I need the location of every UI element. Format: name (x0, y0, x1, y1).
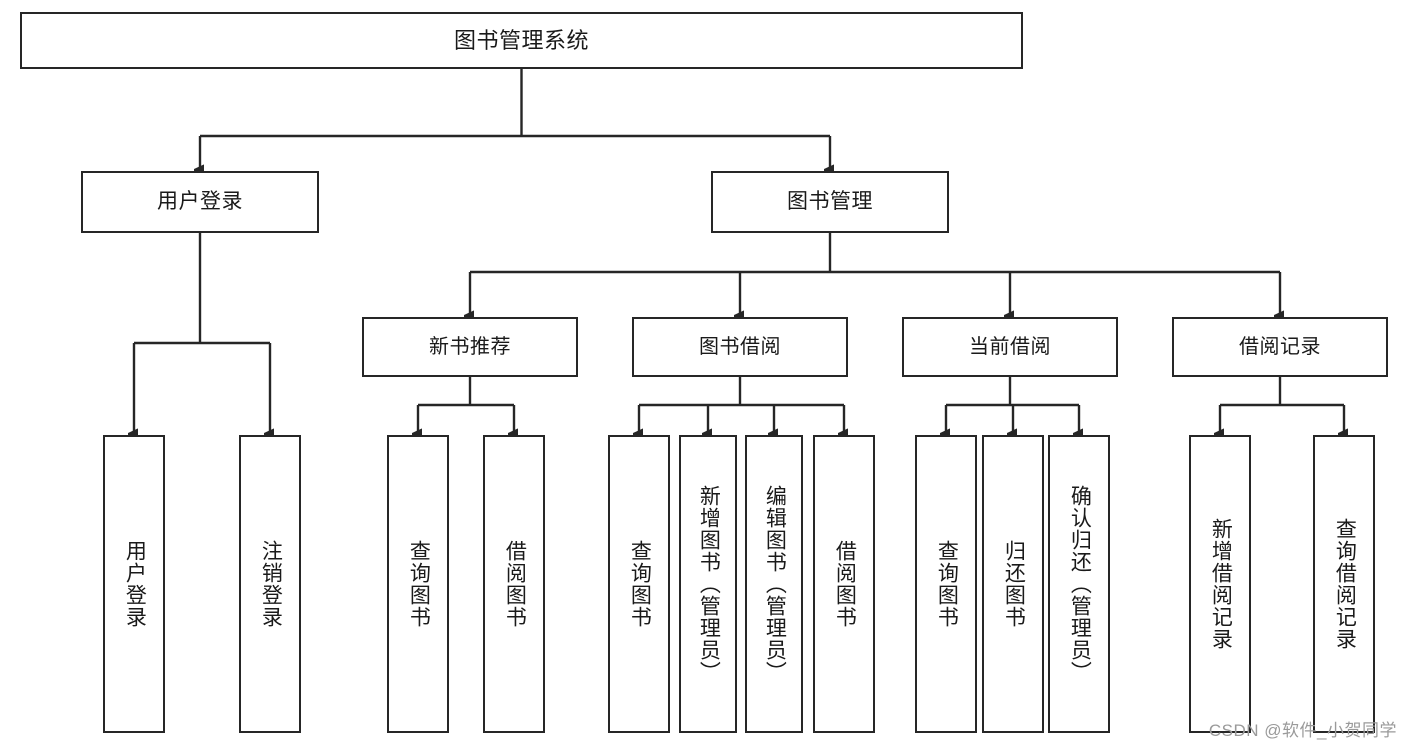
node-leaf-rec-query[interactable]: 查询图书 (387, 435, 449, 733)
node-label: 新增图书（管理员） (697, 485, 721, 683)
node-leaf-current-confirm[interactable]: 确认归还（管理员） (1048, 435, 1110, 733)
node-leaf-user-logout[interactable]: 注销登录 (239, 435, 301, 733)
node-label: 编辑图书（管理员） (763, 485, 787, 683)
node-leaf-record-query[interactable]: 查询借阅记录 (1313, 435, 1375, 733)
node-leaf-record-add[interactable]: 新增借阅记录 (1189, 435, 1251, 733)
node-label: 归还图书 (1002, 540, 1026, 628)
node-leaf-borrow-add[interactable]: 新增图书（管理员） (679, 435, 737, 733)
node-label: 借阅图书 (503, 540, 527, 628)
node-label: 查询借阅记录 (1333, 518, 1357, 650)
node-label: 用户登录 (157, 189, 243, 213)
node-label: 图书管理 (787, 189, 873, 213)
node-label: 新书推荐 (429, 335, 511, 358)
node-leaf-borrow-lend[interactable]: 借阅图书 (813, 435, 875, 733)
node-leaf-current-return[interactable]: 归还图书 (982, 435, 1044, 733)
node-label: 图书管理系统 (453, 27, 589, 53)
node-leaf-current-query[interactable]: 查询图书 (915, 435, 977, 733)
node-label: 确认归还（管理员） (1068, 485, 1092, 683)
node-label: 查询图书 (407, 540, 431, 628)
node-label: 借阅记录 (1239, 335, 1321, 358)
node-label: 注销登录 (259, 540, 283, 628)
node-book-borrow[interactable]: 图书借阅 (632, 317, 848, 377)
node-leaf-rec-borrow[interactable]: 借阅图书 (483, 435, 545, 733)
node-leaf-borrow-query[interactable]: 查询图书 (608, 435, 670, 733)
node-leaf-user-login[interactable]: 用户登录 (103, 435, 165, 733)
node-new-book-rec[interactable]: 新书推荐 (362, 317, 578, 377)
node-leaf-borrow-edit[interactable]: 编辑图书（管理员） (745, 435, 803, 733)
node-book-manage[interactable]: 图书管理 (711, 171, 949, 233)
node-label: 当前借阅 (969, 335, 1051, 358)
node-root[interactable]: 图书管理系统 (20, 12, 1023, 69)
node-label: 查询图书 (628, 540, 652, 628)
node-label: 新增借阅记录 (1209, 518, 1233, 650)
node-label: 借阅图书 (833, 540, 857, 628)
node-user-login[interactable]: 用户登录 (81, 171, 319, 233)
node-label: 图书借阅 (699, 335, 781, 358)
node-label: 用户登录 (123, 540, 147, 628)
node-current-borrow[interactable]: 当前借阅 (902, 317, 1118, 377)
node-label: 查询图书 (935, 540, 959, 628)
node-borrow-record[interactable]: 借阅记录 (1172, 317, 1388, 377)
